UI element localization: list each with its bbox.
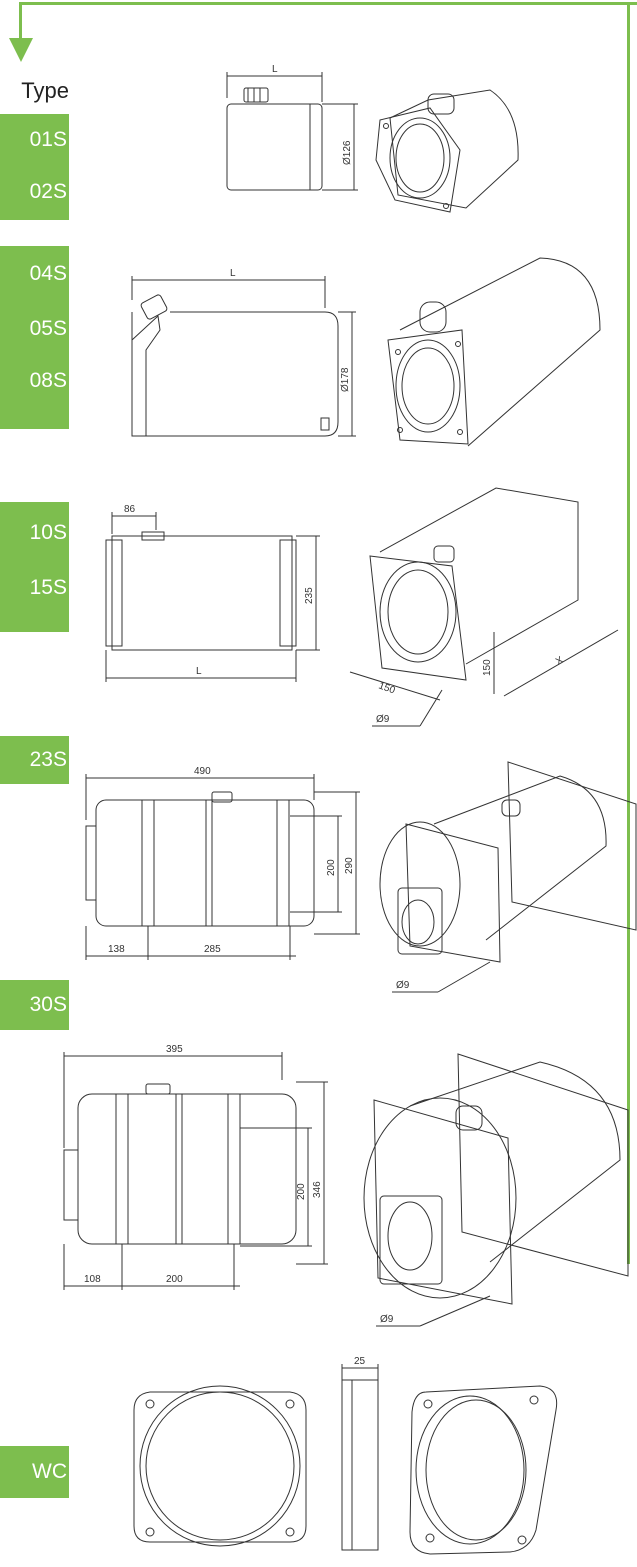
flange-dimensions: 25: [341, 1356, 379, 1380]
dim-length-label: L: [230, 268, 236, 279]
dim-hole-label: Ø9: [380, 1314, 394, 1325]
tank-row1-side-view: [226, 87, 323, 191]
dim-hole-label: Ø9: [376, 714, 390, 725]
tank-row2-iso-view: [387, 257, 601, 447]
dim-height-inner-label: 200: [296, 1183, 307, 1200]
tank-row2-side-view: [131, 294, 339, 437]
dim-flange-b-label: 150: [482, 659, 493, 676]
type-badge: 15S: [29, 576, 67, 599]
type-badge: 10S: [29, 521, 67, 544]
tank-row1-dimensions: L Ø126: [226, 64, 358, 191]
tank-row3-iso-dimensions: 150 150 X Ø9: [349, 629, 619, 727]
dim-height-inner-label: 200: [326, 859, 337, 876]
tank-row5-side-view: [63, 1083, 297, 1245]
flange-side-view: [341, 1379, 379, 1551]
arrow-down-icon: [9, 38, 33, 62]
dim-thickness-label: 25: [354, 1356, 366, 1367]
dim-height-outer-label: 290: [344, 857, 355, 874]
dim-spacing-label: 200: [166, 1274, 183, 1285]
dim-length-label: 395: [166, 1044, 183, 1055]
border-top-line: [20, 2, 637, 5]
dim-length-label: L: [272, 64, 278, 75]
dim-length-label: 490: [194, 766, 211, 777]
tank-row4-iso-dimensions: Ø9: [392, 961, 491, 993]
type-badge: 30S: [29, 993, 67, 1016]
type-badge: 04S: [29, 262, 67, 285]
dim-diameter-label: Ø126: [342, 140, 353, 165]
dim-height-label: 235: [304, 587, 315, 604]
dim-depth-label: X: [554, 655, 566, 668]
dim-offset-label: 138: [108, 944, 125, 955]
dim-height-outer-label: 346: [312, 1181, 323, 1198]
border-left-line: [19, 2, 22, 42]
tank-row3-iso-view: [369, 487, 579, 681]
dim-hole-label: Ø9: [396, 980, 410, 991]
tank-row4-iso-view: [379, 761, 637, 963]
type-badge: 02S: [29, 180, 67, 203]
type-column-header: Type: [21, 78, 69, 103]
dim-offset-label: 86: [124, 504, 136, 515]
type-badge: WC: [32, 1460, 67, 1483]
type-group-1: 01S 02S: [0, 114, 69, 220]
type-badge: 01S: [29, 128, 67, 151]
type-group-6: WC: [0, 1446, 69, 1498]
type-badge: 23S: [29, 748, 67, 771]
tank-row2-dimensions: L Ø178: [131, 268, 356, 437]
flange-front-view: [133, 1385, 307, 1547]
border-right-line: [627, 2, 630, 1264]
flange-iso-view: [409, 1385, 558, 1555]
tank-row5-iso-dimensions: Ø9: [376, 1295, 491, 1327]
dim-spacing-label: 285: [204, 944, 221, 955]
type-group-4: 23S: [0, 736, 69, 784]
type-group-5: 30S: [0, 980, 69, 1030]
tank-row5-iso-view: [363, 1053, 629, 1305]
dim-offset-label: 108: [84, 1274, 101, 1285]
tank-row3-side-view: [105, 531, 297, 651]
tank-row4-side-view: [85, 791, 315, 927]
dim-diameter-label: Ø178: [340, 367, 351, 392]
type-group-3: 10S 15S: [0, 502, 69, 632]
dim-flange-a-label: 150: [377, 680, 397, 696]
dim-length-label: L: [196, 666, 202, 677]
type-group-2: 04S 05S 08S: [0, 246, 69, 429]
tank-row3-dimensions: 86 235 L: [105, 504, 320, 682]
tank-row4-dimensions: 490 200 290 138 285: [85, 766, 360, 960]
type-badge: 08S: [29, 369, 67, 392]
tank-row1-iso-view: [375, 89, 519, 213]
tank-row5-dimensions: 395 200 346 108 200: [63, 1044, 328, 1290]
type-badge: 05S: [29, 317, 67, 340]
